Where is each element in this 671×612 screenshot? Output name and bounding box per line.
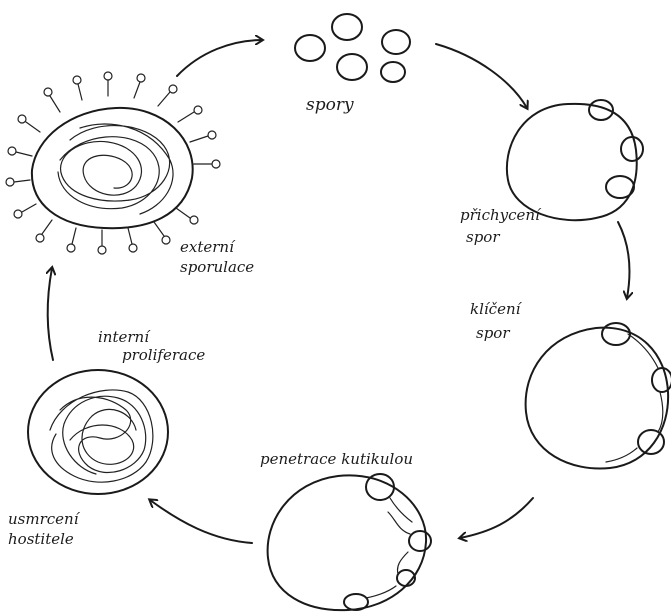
label-external: externí — [180, 238, 234, 256]
pen-spore-1 — [366, 474, 394, 500]
host-body-2 — [526, 328, 669, 469]
label-germination: klíčení — [470, 300, 520, 318]
spore-1 — [332, 14, 362, 40]
germ-spore-3 — [638, 430, 664, 454]
label-germination-2: spor — [476, 324, 510, 342]
host-sporulation — [6, 72, 220, 254]
arrow-to-penetration — [460, 498, 533, 538]
arrow-to-germination — [618, 222, 630, 298]
sporulation-hyphae — [58, 124, 173, 214]
spore-2 — [295, 35, 325, 61]
attached-spore-2 — [621, 137, 643, 161]
label-host-death: usmrcení — [8, 510, 79, 528]
label-external-2: sporulace — [180, 258, 254, 276]
conidiophores — [6, 72, 220, 254]
arrow-to-host-death — [150, 500, 252, 543]
germ-spore-2 — [652, 368, 671, 392]
host-body-4 — [28, 370, 168, 494]
germ-spore-1 — [602, 323, 630, 345]
label-internal: interní — [98, 328, 149, 346]
arrow-to-external-sporulation — [48, 268, 53, 360]
label-host-death-2: hostitele — [8, 530, 74, 548]
pen-spore-2 — [409, 531, 431, 551]
spore-4 — [337, 54, 367, 80]
spore-5 — [381, 62, 405, 82]
host-germination — [526, 323, 671, 469]
host-attachment — [507, 100, 643, 220]
attached-spore-3 — [606, 176, 634, 198]
pen-spore-4 — [344, 594, 368, 610]
label-internal-2: proliferace — [122, 346, 205, 364]
internal-hyphae — [50, 390, 153, 482]
host-penetration — [268, 474, 431, 610]
penetration-hyphae — [366, 498, 412, 598]
spore-3 — [382, 30, 410, 54]
host-body-1 — [507, 104, 637, 220]
arrow-to-spores — [177, 40, 262, 76]
host-body-3 — [268, 475, 426, 610]
spores-cluster — [295, 14, 410, 82]
label-attachment: přichycení — [460, 206, 540, 224]
label-penetration: penetrace kutikulou — [260, 450, 413, 468]
host-dead — [28, 370, 168, 494]
arrow-to-attachment — [436, 44, 527, 108]
label-attachment-2: spor — [466, 228, 500, 246]
label-spores: spory — [306, 96, 354, 114]
